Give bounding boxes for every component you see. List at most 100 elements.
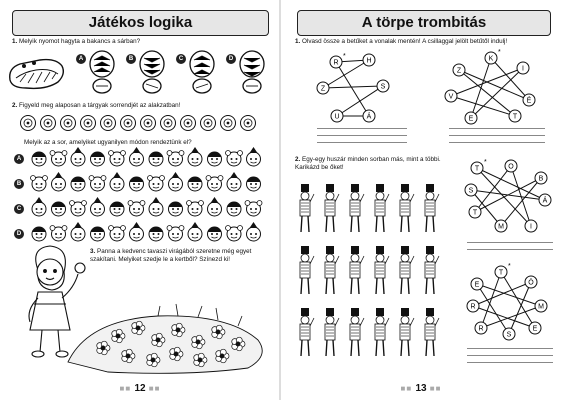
letter-node[interactable]: T [494,265,508,279]
letter-node[interactable]: O [504,159,518,173]
flower-icon[interactable] [211,324,226,340]
letter-node[interactable]: Á [538,193,552,207]
face-icon [88,175,107,192]
letter-node[interactable]: E [528,321,542,335]
flower-icon[interactable] [215,348,230,364]
answer-lines-1[interactable] [317,122,407,143]
letter-node[interactable]: Á [362,109,376,123]
svg-text:É: É [527,96,532,105]
task2-instruction: 2. Figyeld meg alaposan a tárgyak sorren… [12,102,181,109]
letter-node[interactable]: K [484,51,498,65]
flower-icon[interactable] [111,328,126,344]
hussar-figure[interactable] [299,184,315,233]
flower-icon[interactable] [151,332,166,348]
letter-node[interactable]: S [464,183,478,197]
flower-icon[interactable] [146,352,161,368]
face-icon [70,147,86,167]
hussar-figure[interactable] [349,246,365,295]
face-icon [90,226,105,242]
letter-node[interactable]: Z [452,63,466,77]
letter-node[interactable]: T [508,109,522,123]
hussar-figure[interactable] [349,308,365,357]
flower-icon[interactable] [131,320,146,336]
answer-lines-3[interactable] [467,236,553,250]
hussar-figure[interactable] [424,246,440,295]
letter-node[interactable]: E [464,111,478,125]
flower-icon[interactable] [193,352,208,368]
svg-text:Á: Á [367,112,372,121]
letter-node[interactable]: I [524,219,538,233]
answer-lines-2[interactable] [449,122,545,143]
svg-text:I: I [530,224,532,231]
hussar-figure[interactable] [374,184,390,233]
letter-node[interactable]: S [376,79,390,93]
hussar-figure[interactable] [374,308,390,357]
letter-node[interactable]: T [468,205,482,219]
hussar-figure[interactable] [349,184,365,233]
letter-node[interactable]: R [474,321,488,335]
hussar-figure[interactable] [399,308,415,357]
letter-node[interactable]: Ö [524,275,538,289]
face-icon [148,151,164,167]
svg-text:Ö: Ö [528,279,534,287]
hussar-figure[interactable] [324,308,340,357]
letter-node[interactable]: R [329,55,343,69]
face-icon [186,200,204,217]
answer-row-b[interactable] [30,172,270,193]
footprint-d[interactable] [238,50,266,94]
svg-text:T: T [473,210,478,217]
letter-node[interactable]: I [516,61,530,75]
hussar-figure[interactable] [324,184,340,233]
hussar-figure[interactable] [324,246,340,295]
letter-node[interactable]: E [470,277,484,291]
face-icon [108,225,126,242]
flower-icon[interactable] [171,322,186,338]
svg-text:O: O [508,164,514,171]
flower-icon[interactable] [231,336,246,352]
footprint-a[interactable] [88,50,116,94]
letter-node[interactable]: T [470,161,484,175]
answer-lines-4[interactable] [467,342,553,363]
page-title-right: A törpe trombitás [297,10,551,36]
row-c-label: C [14,204,24,214]
letter-node[interactable]: H [362,53,376,67]
flower-icon[interactable] [121,348,136,364]
flower-icon[interactable] [169,346,184,362]
hussar-figure[interactable] [399,246,415,295]
hussar-figure[interactable] [424,308,440,357]
letter-node[interactable]: É [522,93,536,107]
hussar-figure[interactable] [424,184,440,233]
letter-node[interactable]: M [494,219,508,233]
letter-node[interactable]: R [466,299,480,313]
letter-node[interactable]: M [534,299,548,313]
letter-node[interactable]: B [534,171,548,185]
letter-node[interactable]: S [502,327,516,341]
face-icon [205,175,224,192]
footprint-b[interactable] [138,50,166,94]
option-a-label: A [76,54,86,64]
footprint-c[interactable] [188,50,216,94]
svg-text:Á: Á [543,196,548,205]
letter-node[interactable]: Z [316,81,330,95]
answer-row-c[interactable] [30,197,270,218]
face-icon [207,197,222,217]
flower-icon[interactable] [96,340,111,356]
hussar-figure[interactable] [374,246,390,295]
face-icon [166,150,185,167]
hussar-rows[interactable] [295,178,455,368]
hussar-figure[interactable] [399,184,415,233]
answer-row-d[interactable] [30,222,270,243]
flower-icon[interactable] [191,334,206,350]
hussar-figure[interactable] [299,308,315,357]
star-lines [472,271,542,335]
hussar-figure[interactable] [299,246,315,295]
answer-row-a[interactable] [30,147,270,168]
task3-instruction: 3. Panna a kedvenc tavaszi virágából sze… [90,248,252,263]
face-icon [129,176,144,192]
letter-node[interactable]: U [330,109,344,123]
letter-node[interactable]: V [444,89,458,103]
